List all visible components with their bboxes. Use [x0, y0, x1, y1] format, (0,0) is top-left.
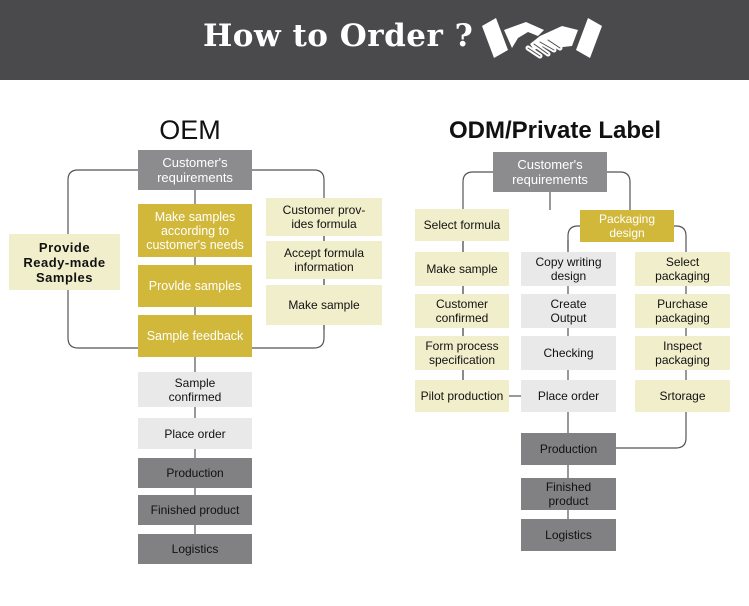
oem-customer-requirements: Customer's requirements [138, 150, 252, 190]
odm-form-process: Form process specification [415, 336, 509, 370]
oem-logistics: Logistics [138, 534, 252, 564]
odm-finished-product: Finished product [521, 478, 616, 510]
odm-production: Production [521, 433, 616, 465]
oem-provide-samples: Provlde samples [138, 265, 252, 307]
odm-storage: Srtorage [635, 380, 730, 412]
handshake-icon [482, 18, 602, 59]
odm-copy-writing: Copy writing design [521, 252, 616, 286]
oem-accept-formula: Accept formula information [266, 241, 382, 279]
odm-checking: Checking [521, 336, 616, 370]
oem-customer-formula: Customer prov- ides formula [266, 198, 382, 236]
odm-logistics: Logistics [521, 519, 616, 551]
page-title: How to Order ? [203, 18, 474, 54]
odm-title: ODM/Private Label [448, 117, 662, 144]
odm-inspect-packaging: Inspect packaging [635, 336, 730, 370]
oem-title: OEM [159, 115, 221, 145]
oem-sample-feedback: Sample feedback [138, 315, 252, 357]
oem-production: Production [138, 458, 252, 488]
odm-customer-confirmed: Customer confirmed [415, 294, 509, 328]
odm-place-order: Place order [521, 380, 616, 412]
header-bar: How to Order ? [0, 0, 749, 80]
odm-customer-requirements: Customer's requirements [493, 152, 607, 192]
oem-make-samples: Make samples according to customer's nee… [138, 204, 252, 257]
oem-sample-confirmed: Sample confirmed [138, 372, 252, 407]
oem-finished-product: Finished product [138, 495, 252, 525]
odm-make-sample: Make sample [415, 252, 509, 286]
odm-purchase-packaging: Purchase packaging [635, 294, 730, 328]
odm-select-packaging: Select packaging [635, 252, 730, 286]
odm-select-formula: Select formula [415, 209, 509, 241]
odm-create-output: Create Output [521, 294, 616, 328]
oem-ready-made-samples: Provide Ready-made Samples [9, 234, 120, 290]
oem-place-order: Place order [138, 418, 252, 449]
odm-packaging-design: Packaging design [580, 210, 674, 242]
oem-make-sample: Make sample [266, 285, 382, 325]
odm-pilot-production: Pilot production [415, 380, 509, 412]
